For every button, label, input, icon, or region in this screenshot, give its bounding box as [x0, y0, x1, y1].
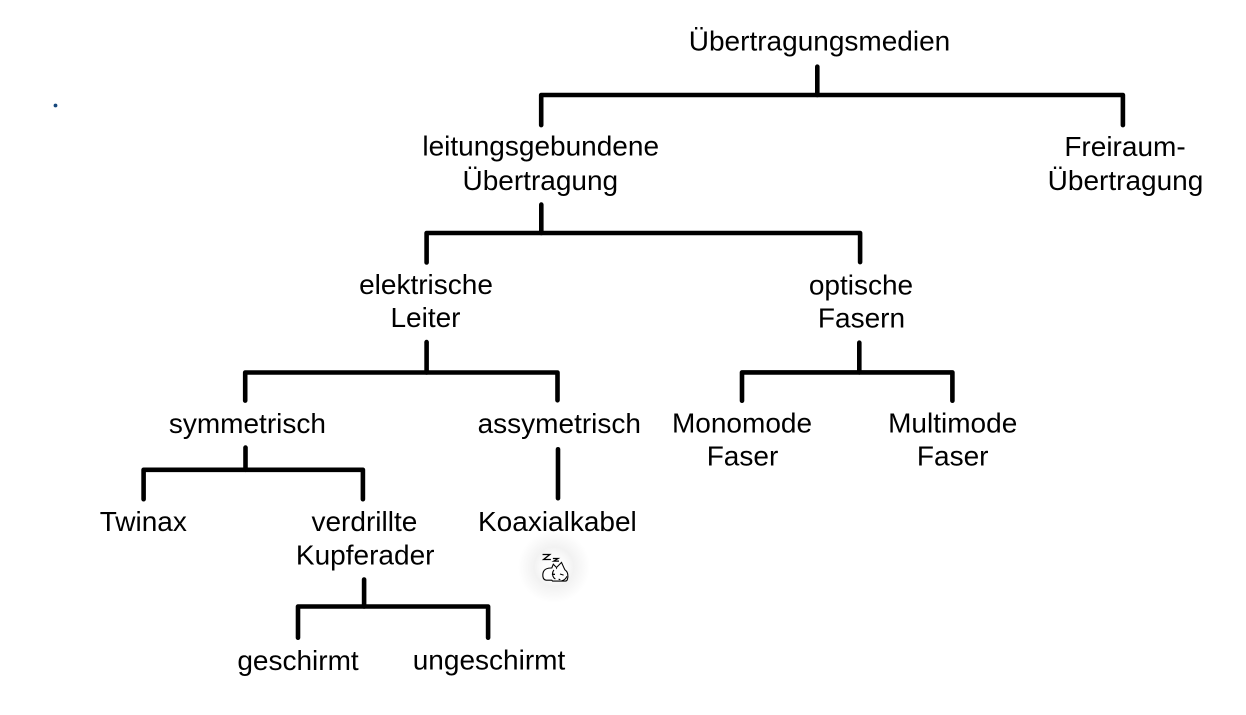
- svg-text:Leiter: Leiter: [390, 302, 460, 333]
- svg-text:optische: optische: [809, 269, 913, 300]
- svg-text:Fasern: Fasern: [818, 303, 905, 334]
- svg-text:elektrische: elektrische: [359, 269, 493, 300]
- svg-text:verdrillte: verdrillte: [311, 506, 417, 537]
- svg-text:ungeschirmt: ungeschirmt: [413, 644, 566, 675]
- svg-text:Faser: Faser: [917, 441, 989, 472]
- svg-text:Twinax: Twinax: [100, 506, 187, 537]
- svg-text:Übertragungsmedien: Übertragungsmedien: [689, 26, 951, 57]
- svg-text:Übertragung: Übertragung: [1048, 165, 1204, 196]
- svg-text:Monomode: Monomode: [672, 408, 812, 439]
- svg-text:Kupferader: Kupferader: [296, 540, 435, 571]
- svg-text:leitungsgebundene: leitungsgebundene: [422, 131, 659, 162]
- svg-text:Multimode: Multimode: [888, 408, 1017, 439]
- svg-text:assymetrisch: assymetrisch: [478, 408, 641, 439]
- svg-text:geschirmt: geschirmt: [237, 645, 359, 676]
- svg-text:Übertragung: Übertragung: [462, 165, 618, 196]
- svg-text:Freiraum-: Freiraum-: [1064, 131, 1185, 162]
- svg-text:Koaxialkabel: Koaxialkabel: [478, 506, 637, 537]
- svg-text:symmetrisch: symmetrisch: [169, 408, 326, 439]
- svg-text:Faser: Faser: [707, 441, 779, 472]
